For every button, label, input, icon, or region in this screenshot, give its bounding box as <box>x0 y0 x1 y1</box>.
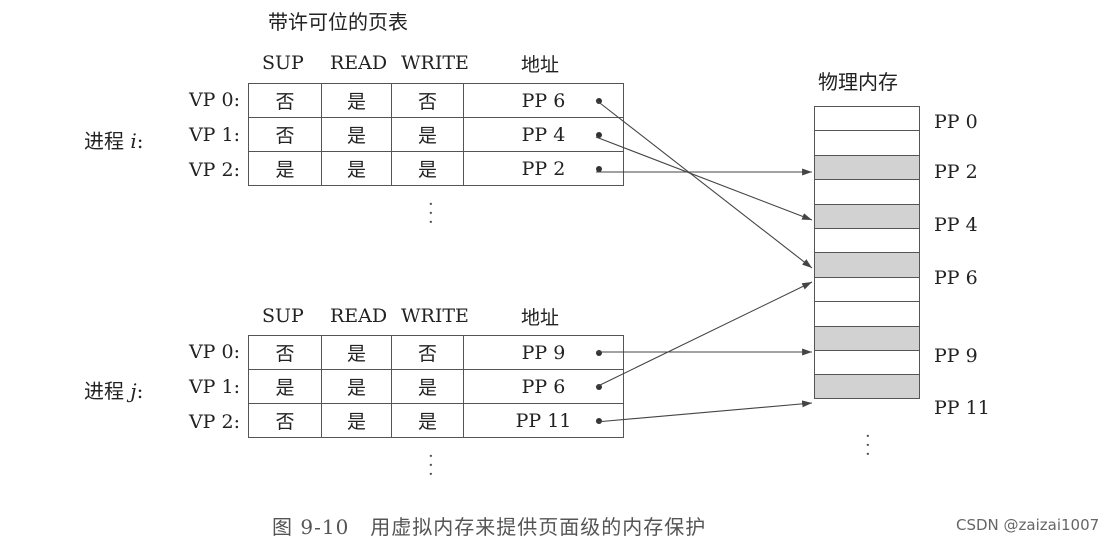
vp-label: VP 2: <box>188 159 240 181</box>
write-cell: 是 <box>391 117 464 152</box>
arrow-i-vp1-pp4 <box>595 136 813 221</box>
write-cell: 是 <box>391 403 464 438</box>
pp-label: PP 4 <box>934 214 978 236</box>
process-label-prefix: 进程 <box>84 379 124 403</box>
pp-label: PP 6 <box>934 267 978 289</box>
memory-page <box>814 301 920 326</box>
read-cell: 是 <box>321 83 392 118</box>
process-label-suffix: : <box>136 379 144 403</box>
write-cell: 是 <box>391 151 464 186</box>
address-value: PP 2 <box>521 157 566 180</box>
pointer-dot <box>596 383 602 390</box>
memory-page-used <box>814 252 920 277</box>
sup-cell: 否 <box>248 117 322 152</box>
figure-caption: 图 9-10 用虚拟内存来提供页面级的内存保护 <box>272 515 707 539</box>
process-label-suffix: : <box>136 129 144 153</box>
memory-page <box>814 227 920 253</box>
write-cell: 否 <box>391 335 464 370</box>
page-table-process-i: 否 是 否 PP 6 否 是 是 PP 4 是 是 是 PP 2 <box>248 83 624 186</box>
header-sup: SUP <box>262 52 304 74</box>
pp-label: PP 9 <box>934 345 978 367</box>
write-cell: 否 <box>391 83 464 118</box>
memory-page-used <box>814 154 920 180</box>
physical-memory-title: 物理内存 <box>818 70 898 94</box>
pointer-dot <box>596 417 602 424</box>
write-cell: 是 <box>391 369 464 404</box>
table-row: 否 是 否 PP 9 <box>248 335 624 370</box>
header-write: WRITE <box>401 305 469 327</box>
memory-page-used <box>814 374 920 399</box>
process-j-label: 进程 j: <box>84 375 143 404</box>
vp-label: VP 0: <box>188 341 240 363</box>
memory-page-used <box>814 325 920 350</box>
arrow-j-vp2-pp11 <box>595 400 813 423</box>
header-address: 地址 <box>521 54 560 76</box>
address-value: PP 6 <box>521 375 566 398</box>
table-row: 否 是 是 PP 11 <box>248 403 624 438</box>
read-cell: 是 <box>321 335 392 370</box>
read-cell: 是 <box>321 403 392 438</box>
header-address: 地址 <box>521 307 560 329</box>
pointer-dot <box>596 97 602 104</box>
memory-page-used <box>814 203 920 228</box>
sup-cell: 否 <box>248 83 322 118</box>
pp-label: PP 0 <box>934 111 978 133</box>
process-i-label: 进程 i: <box>84 125 144 154</box>
read-cell: 是 <box>321 151 392 186</box>
arrow-j-vp1-pp6 <box>595 281 813 388</box>
memory-page <box>814 179 920 204</box>
vp-label: VP 1: <box>188 376 240 398</box>
table-row: 是 是 是 PP 2 <box>248 151 624 186</box>
memory-page <box>814 106 920 131</box>
table-row: 否 是 否 PP 6 <box>248 83 624 118</box>
address-value: PP 4 <box>521 123 566 146</box>
continuation-dots: ··· <box>428 194 434 233</box>
header-read: READ <box>330 52 388 74</box>
physical-memory <box>814 106 920 399</box>
vp-label: VP 1: <box>188 124 240 146</box>
sup-cell: 否 <box>248 403 322 438</box>
pp-label: PP 11 <box>934 397 990 419</box>
process-label-prefix: 进程 <box>84 129 124 153</box>
address-value: PP 11 <box>515 409 572 432</box>
vp-label: VP 0: <box>188 89 240 111</box>
header-write: WRITE <box>401 52 469 74</box>
watermark: CSDN @zaizai1007 <box>956 516 1100 534</box>
pointer-dot <box>596 131 602 138</box>
memory-page <box>814 276 920 302</box>
address-cell: PP 4 <box>463 117 624 152</box>
header-sup: SUP <box>262 305 304 327</box>
address-value: PP 6 <box>521 89 566 112</box>
arrow-i-vp0-pp6 <box>595 99 813 269</box>
page-table-title: 带许可位的页表 <box>268 10 408 34</box>
memory-page <box>814 130 920 155</box>
pointer-dot <box>596 165 602 172</box>
vp-label: VP 2: <box>188 411 240 433</box>
sup-cell: 是 <box>248 151 322 186</box>
process-label-var: i <box>130 129 137 153</box>
address-cell: PP 11 <box>463 403 624 438</box>
header-read: READ <box>330 305 388 327</box>
table-row: 是 是 是 PP 6 <box>248 369 624 404</box>
address-cell: PP 2 <box>463 151 624 186</box>
table-row: 否 是 是 PP 4 <box>248 117 624 152</box>
process-label-var: j <box>130 379 137 403</box>
page-table-process-j: 否 是 否 PP 9 是 是 是 PP 6 否 是 是 PP 11 <box>248 335 624 438</box>
memory-page <box>814 349 920 375</box>
pp-label: PP 2 <box>934 161 978 183</box>
continuation-dots: ··· <box>428 446 434 485</box>
address-value: PP 9 <box>521 341 566 364</box>
continuation-dots: ··· <box>865 426 871 465</box>
